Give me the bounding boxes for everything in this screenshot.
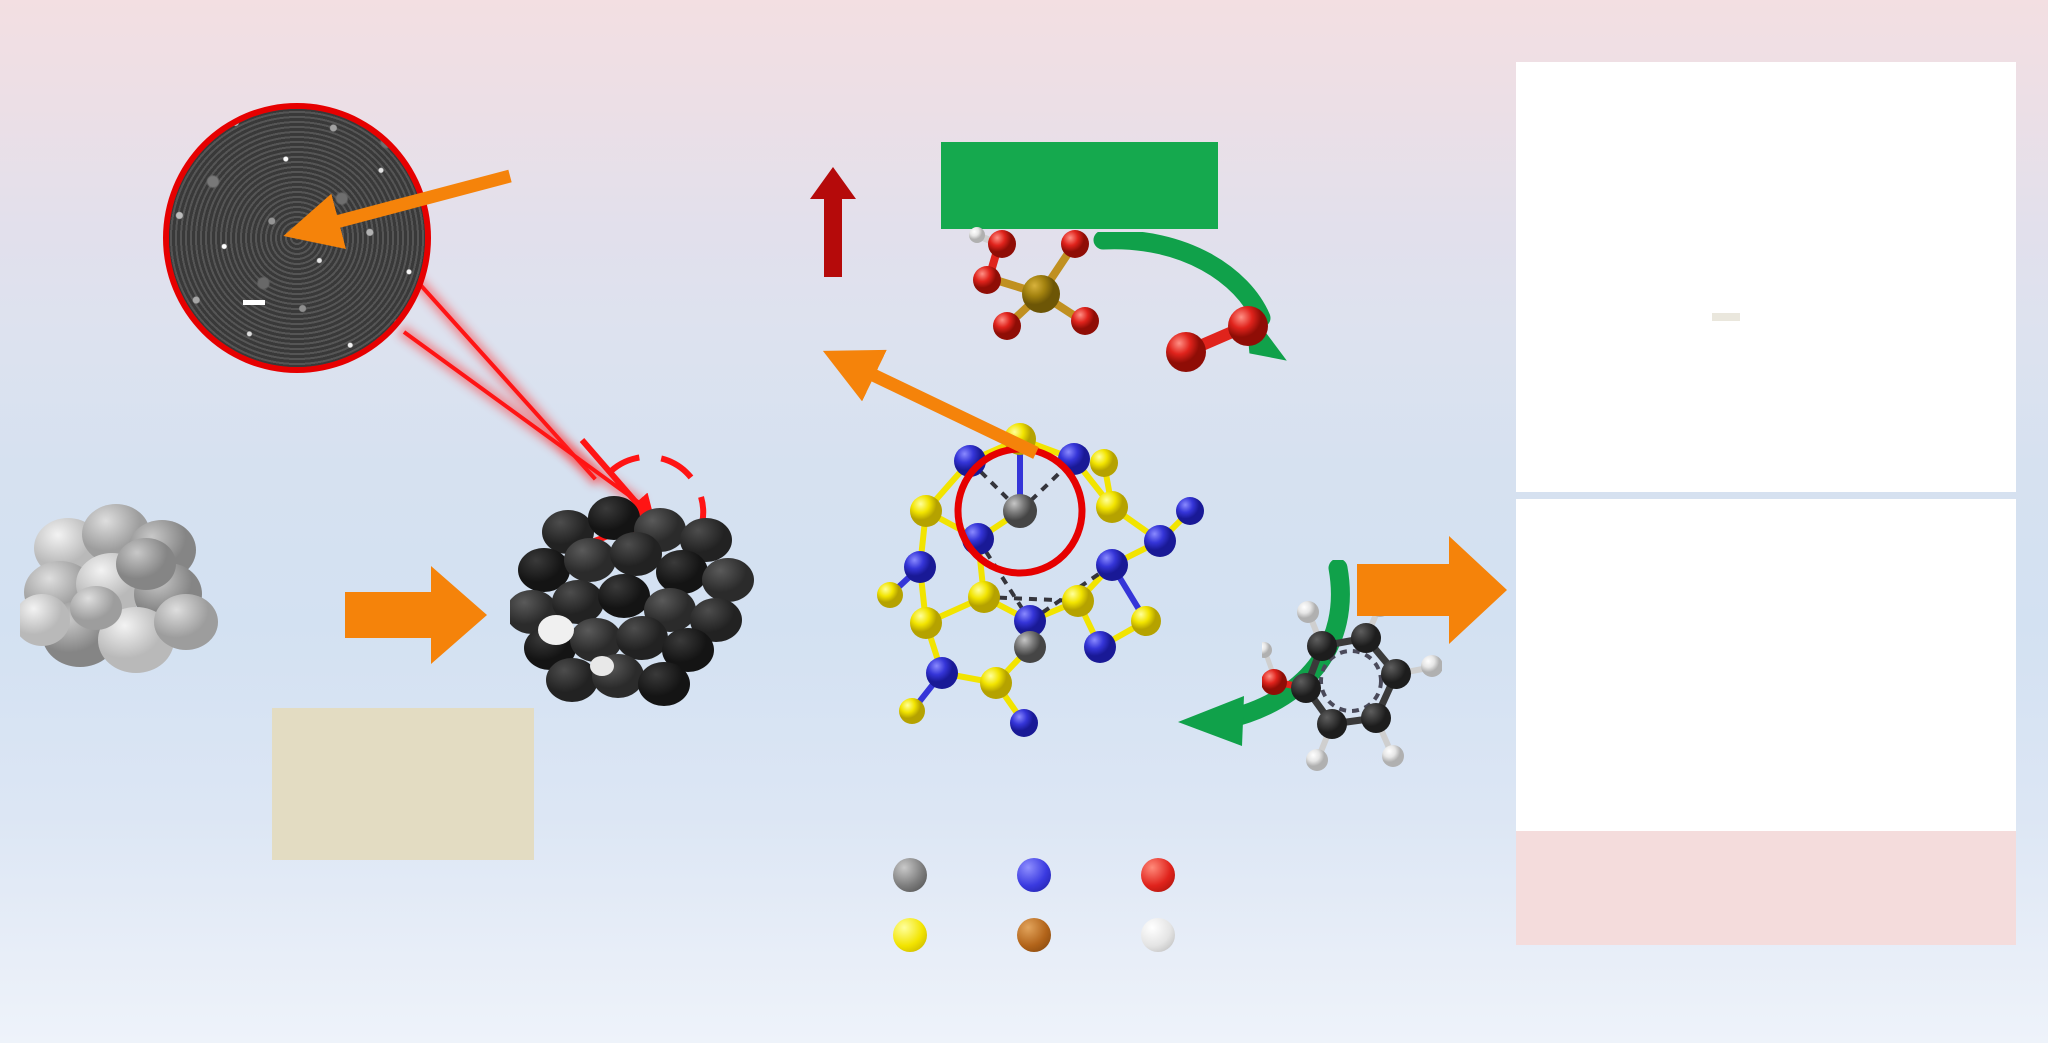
c-hbn-lattice-model <box>877 423 1204 737</box>
chloride-effect-chart-card <box>1516 499 2016 831</box>
legend-item-boron <box>893 918 1017 952</box>
results-panel <box>1516 62 2016 945</box>
singlet-oxygen-molecule <box>1166 306 1268 372</box>
conclusion-banner <box>1516 831 2016 945</box>
atom-sphere-nitrogen-icon <box>1017 858 1051 892</box>
orange-arrow-to-bnc-label <box>822 349 1039 459</box>
atom-sphere-hydrogen-icon <box>1141 918 1175 952</box>
orange-arrow-synthesis <box>345 566 487 664</box>
legend-item-hydrogen <box>1141 918 1265 952</box>
orange-arrow-to-results <box>1357 536 1507 644</box>
phenol-molecule <box>1262 598 1442 771</box>
degradation-kinetics-chart-card <box>1516 62 2016 492</box>
atom-color-legend <box>893 845 1265 965</box>
atom-sphere-oxygen-icon <box>1141 858 1175 892</box>
hydrothermal-pyrolysis-box <box>272 708 534 860</box>
atom-sphere-carbon-icon <box>893 858 927 892</box>
legend-item-oxygen <box>1141 858 1265 892</box>
rate-constant-badge <box>1712 313 1740 321</box>
pms-molecule <box>969 227 1099 340</box>
c-hbn-particle-cluster <box>510 496 754 706</box>
atom-sphere-sulfur-icon <box>1017 918 1051 952</box>
atom-sphere-boron-icon <box>893 918 927 952</box>
orange-arrow-to-sem <box>283 169 512 249</box>
degradation-kinetics-plot <box>1516 62 2016 492</box>
increase-arrow-icon <box>810 167 856 277</box>
scale-bar <box>243 300 265 305</box>
legend-item-sulfur <box>1017 918 1141 952</box>
legend-item-nitrogen <box>1017 858 1141 892</box>
main-pathway-box <box>941 142 1218 229</box>
legend-item-carbon <box>893 858 1017 892</box>
chloride-effect-plot <box>1516 499 2016 831</box>
hbn-particle-cluster <box>20 504 218 673</box>
